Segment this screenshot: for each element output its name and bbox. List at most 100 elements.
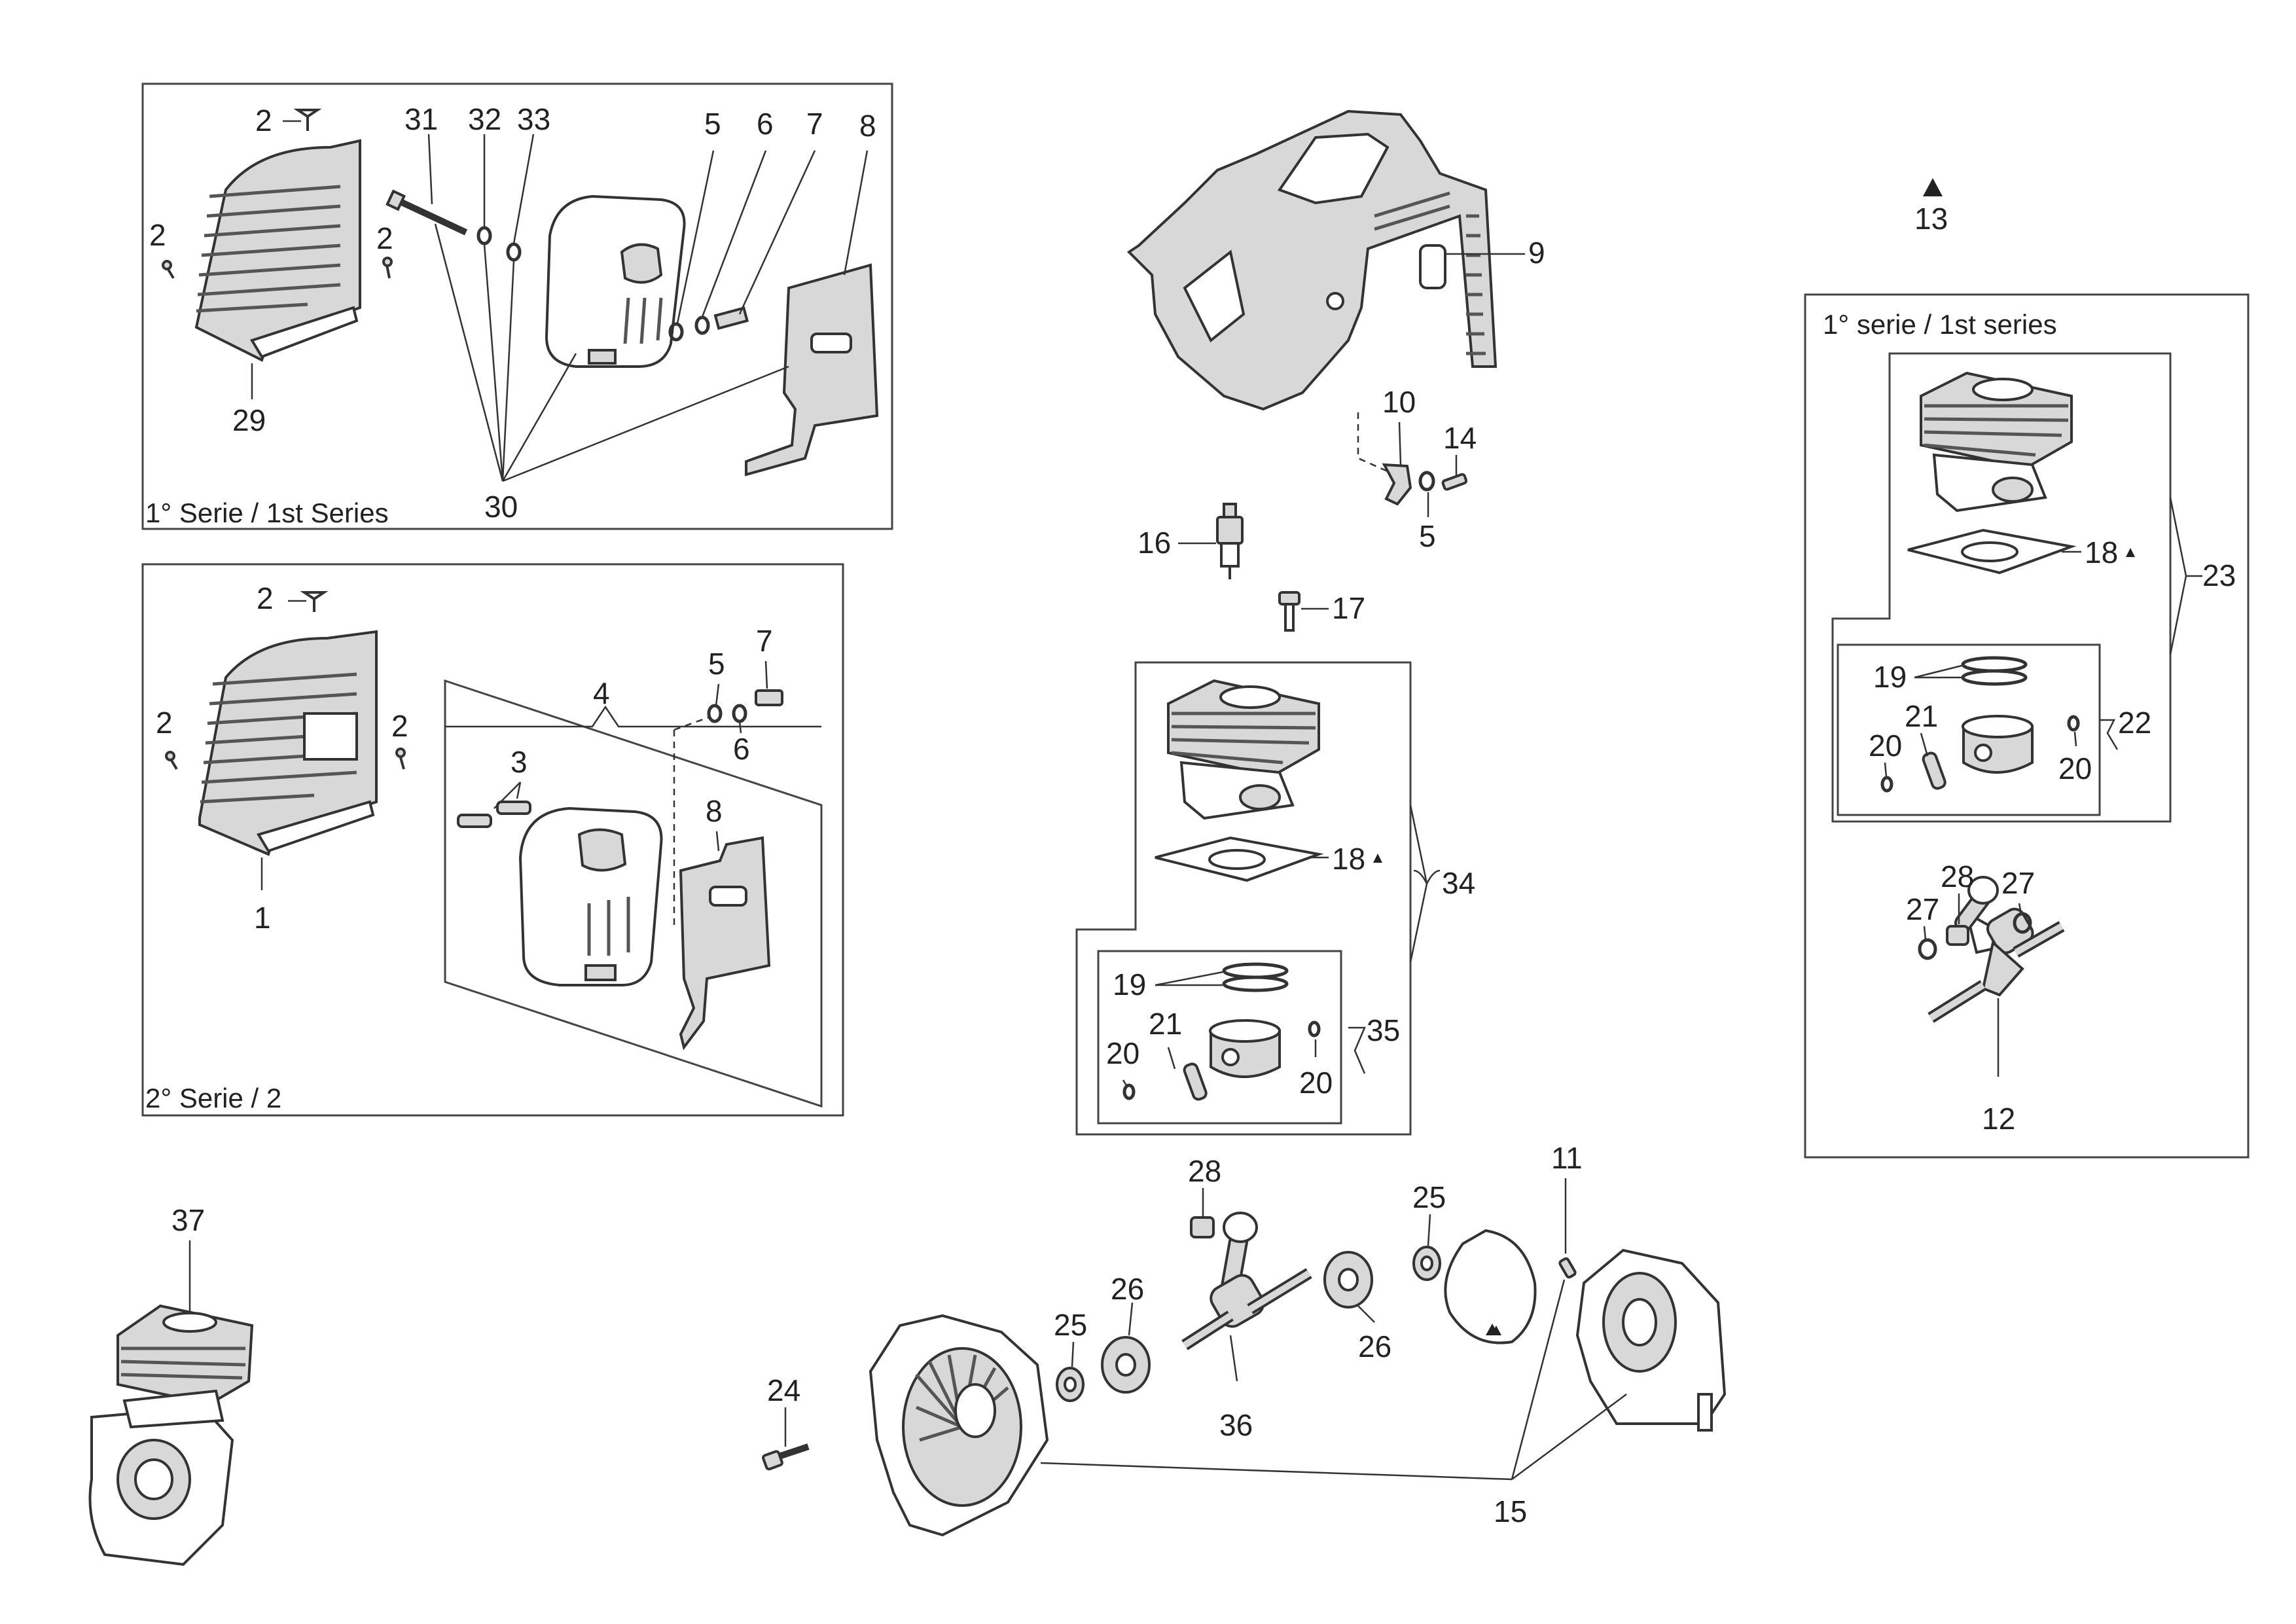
washer-part-5[interactable] xyxy=(707,704,723,723)
screw-part-2[interactable] xyxy=(293,109,322,131)
leader-line xyxy=(1398,422,1402,465)
note-triangle xyxy=(2126,548,2135,557)
cylinder-cover-part-29[interactable] xyxy=(194,139,361,362)
callout-31: 31 xyxy=(404,102,438,136)
heat-shield-part-8[interactable] xyxy=(745,263,879,477)
cylinder-part-23[interactable] xyxy=(1920,371,2073,513)
spark-plug-part-16[interactable] xyxy=(1216,503,1244,579)
bracket-part-10[interactable] xyxy=(1382,463,1412,506)
circlip-part-20[interactable] xyxy=(1308,1020,1321,1038)
bolt-part-17[interactable] xyxy=(1278,591,1300,632)
callout-6: 6 xyxy=(733,732,750,766)
bolt-part-3[interactable] xyxy=(457,801,531,828)
callout-21: 21 xyxy=(1905,699,1938,733)
piston-ring-part-19[interactable] xyxy=(1961,656,2028,686)
seal-part-27[interactable] xyxy=(2013,912,2032,934)
crankshaft-part-12[interactable] xyxy=(1928,876,2065,1023)
muffler-part-4[interactable] xyxy=(518,806,663,986)
leader-line xyxy=(2018,903,2022,914)
caption-series1-left: 1° Serie / 1st Series xyxy=(145,497,389,528)
engine-assembly-part-37[interactable] xyxy=(88,1304,254,1566)
callout-6: 6 xyxy=(757,107,774,141)
callout-33: 33 xyxy=(517,102,550,136)
bolt-part-31[interactable] xyxy=(386,189,468,236)
piston-pin-part-21[interactable] xyxy=(1922,751,1946,790)
note-triangle xyxy=(1373,854,1382,863)
callout-9: 9 xyxy=(1528,236,1545,270)
cylinder-cover-part-1[interactable] xyxy=(198,630,378,856)
bearing-part-28[interactable] xyxy=(1946,925,1969,946)
circlip-part-20[interactable] xyxy=(1880,776,1893,793)
callout-36: 36 xyxy=(1219,1408,1253,1442)
seal-part-25[interactable] xyxy=(1412,1246,1441,1281)
crankcase-half-part-15[interactable] xyxy=(1575,1248,1727,1432)
callout-16: 16 xyxy=(1138,526,1171,560)
washer-part-32[interactable] xyxy=(476,226,492,245)
leader-line xyxy=(1923,926,1927,941)
callout-10: 10 xyxy=(1382,385,1416,419)
bolt-part-7[interactable] xyxy=(713,306,749,330)
screw-part-2[interactable] xyxy=(382,257,393,279)
piston-kit-frame xyxy=(1097,950,1342,1125)
screw-part-2[interactable] xyxy=(300,591,329,612)
crankshaft-part-36[interactable] xyxy=(1181,1212,1312,1350)
circlip-part-20[interactable] xyxy=(2067,715,2080,732)
leader-lines xyxy=(260,600,821,890)
callout-7: 7 xyxy=(806,107,823,141)
crankcase-half-part-15[interactable] xyxy=(869,1314,1049,1537)
piston-kit-frame-22 xyxy=(1837,643,2101,816)
piston-part-35[interactable] xyxy=(1209,1019,1281,1078)
washer-part-5[interactable] xyxy=(668,322,684,342)
callout-25: 25 xyxy=(1412,1180,1446,1214)
screw-part-24[interactable] xyxy=(762,1443,810,1471)
caption-series1-right: 1° serie / 1st series xyxy=(1823,309,2057,340)
leader-line xyxy=(1914,664,1962,679)
cylinder-kit-group-34: 18 34 19 21 20 20 35 xyxy=(1075,661,1475,1136)
callout-2: 2 xyxy=(156,706,173,740)
gasket-part-18[interactable] xyxy=(1907,528,2077,575)
circlip-part-20[interactable] xyxy=(1122,1083,1136,1100)
callout-19: 19 xyxy=(1873,660,1907,694)
bearing-part-26[interactable] xyxy=(1101,1336,1151,1394)
callout-20: 20 xyxy=(2058,751,2092,785)
screw-part-2[interactable] xyxy=(162,260,175,280)
heat-shield-part-8[interactable] xyxy=(679,836,771,1051)
gasket-part-18[interactable] xyxy=(1155,836,1324,882)
kit-frame xyxy=(1075,661,1412,1136)
gasket-part-15[interactable] xyxy=(1444,1229,1537,1344)
callout-20: 20 xyxy=(1299,1066,1333,1100)
lock-washer-part-6[interactable] xyxy=(732,704,747,723)
callout-20: 20 xyxy=(1869,729,1902,763)
washer-part-5[interactable] xyxy=(1418,471,1435,492)
engine-shroud-part-9[interactable] xyxy=(1126,109,1498,411)
bolt-part-7[interactable] xyxy=(755,689,783,706)
note-triangle-13: 13 xyxy=(1914,178,1948,236)
cylinder-part-34[interactable] xyxy=(1167,679,1320,820)
note-triangle xyxy=(1486,1324,1499,1335)
seal-part-27[interactable] xyxy=(1918,938,1937,960)
callout-2: 2 xyxy=(255,103,272,137)
screw-part-2[interactable] xyxy=(165,751,178,770)
callout-1: 1 xyxy=(254,901,271,935)
callout-8: 8 xyxy=(859,109,876,143)
piston-pin-part-21[interactable] xyxy=(1183,1062,1208,1101)
lock-washer-part-6[interactable] xyxy=(694,316,710,335)
dowel-pin-part-11[interactable] xyxy=(1558,1257,1577,1279)
brace xyxy=(1409,804,1428,963)
washer-part-33[interactable] xyxy=(506,242,522,262)
seal-part-25[interactable] xyxy=(1056,1367,1085,1402)
leader-line xyxy=(1884,762,1888,778)
muffler-body-part-30[interactable] xyxy=(545,194,686,368)
screw-part-2[interactable] xyxy=(395,748,406,770)
bearing-part-28[interactable] xyxy=(1190,1216,1215,1238)
callout-25: 25 xyxy=(1054,1308,1087,1342)
piston-ring-part-19[interactable] xyxy=(1222,962,1289,992)
screw-part-14[interactable] xyxy=(1441,473,1468,491)
kit-frame-23 xyxy=(1831,352,2172,823)
bearing-part-26[interactable] xyxy=(1323,1251,1373,1308)
piston-part-22[interactable] xyxy=(1962,715,2034,774)
callout-29: 29 xyxy=(232,403,266,437)
leader-lines xyxy=(251,120,869,482)
callout-27: 27 xyxy=(1906,892,1939,926)
